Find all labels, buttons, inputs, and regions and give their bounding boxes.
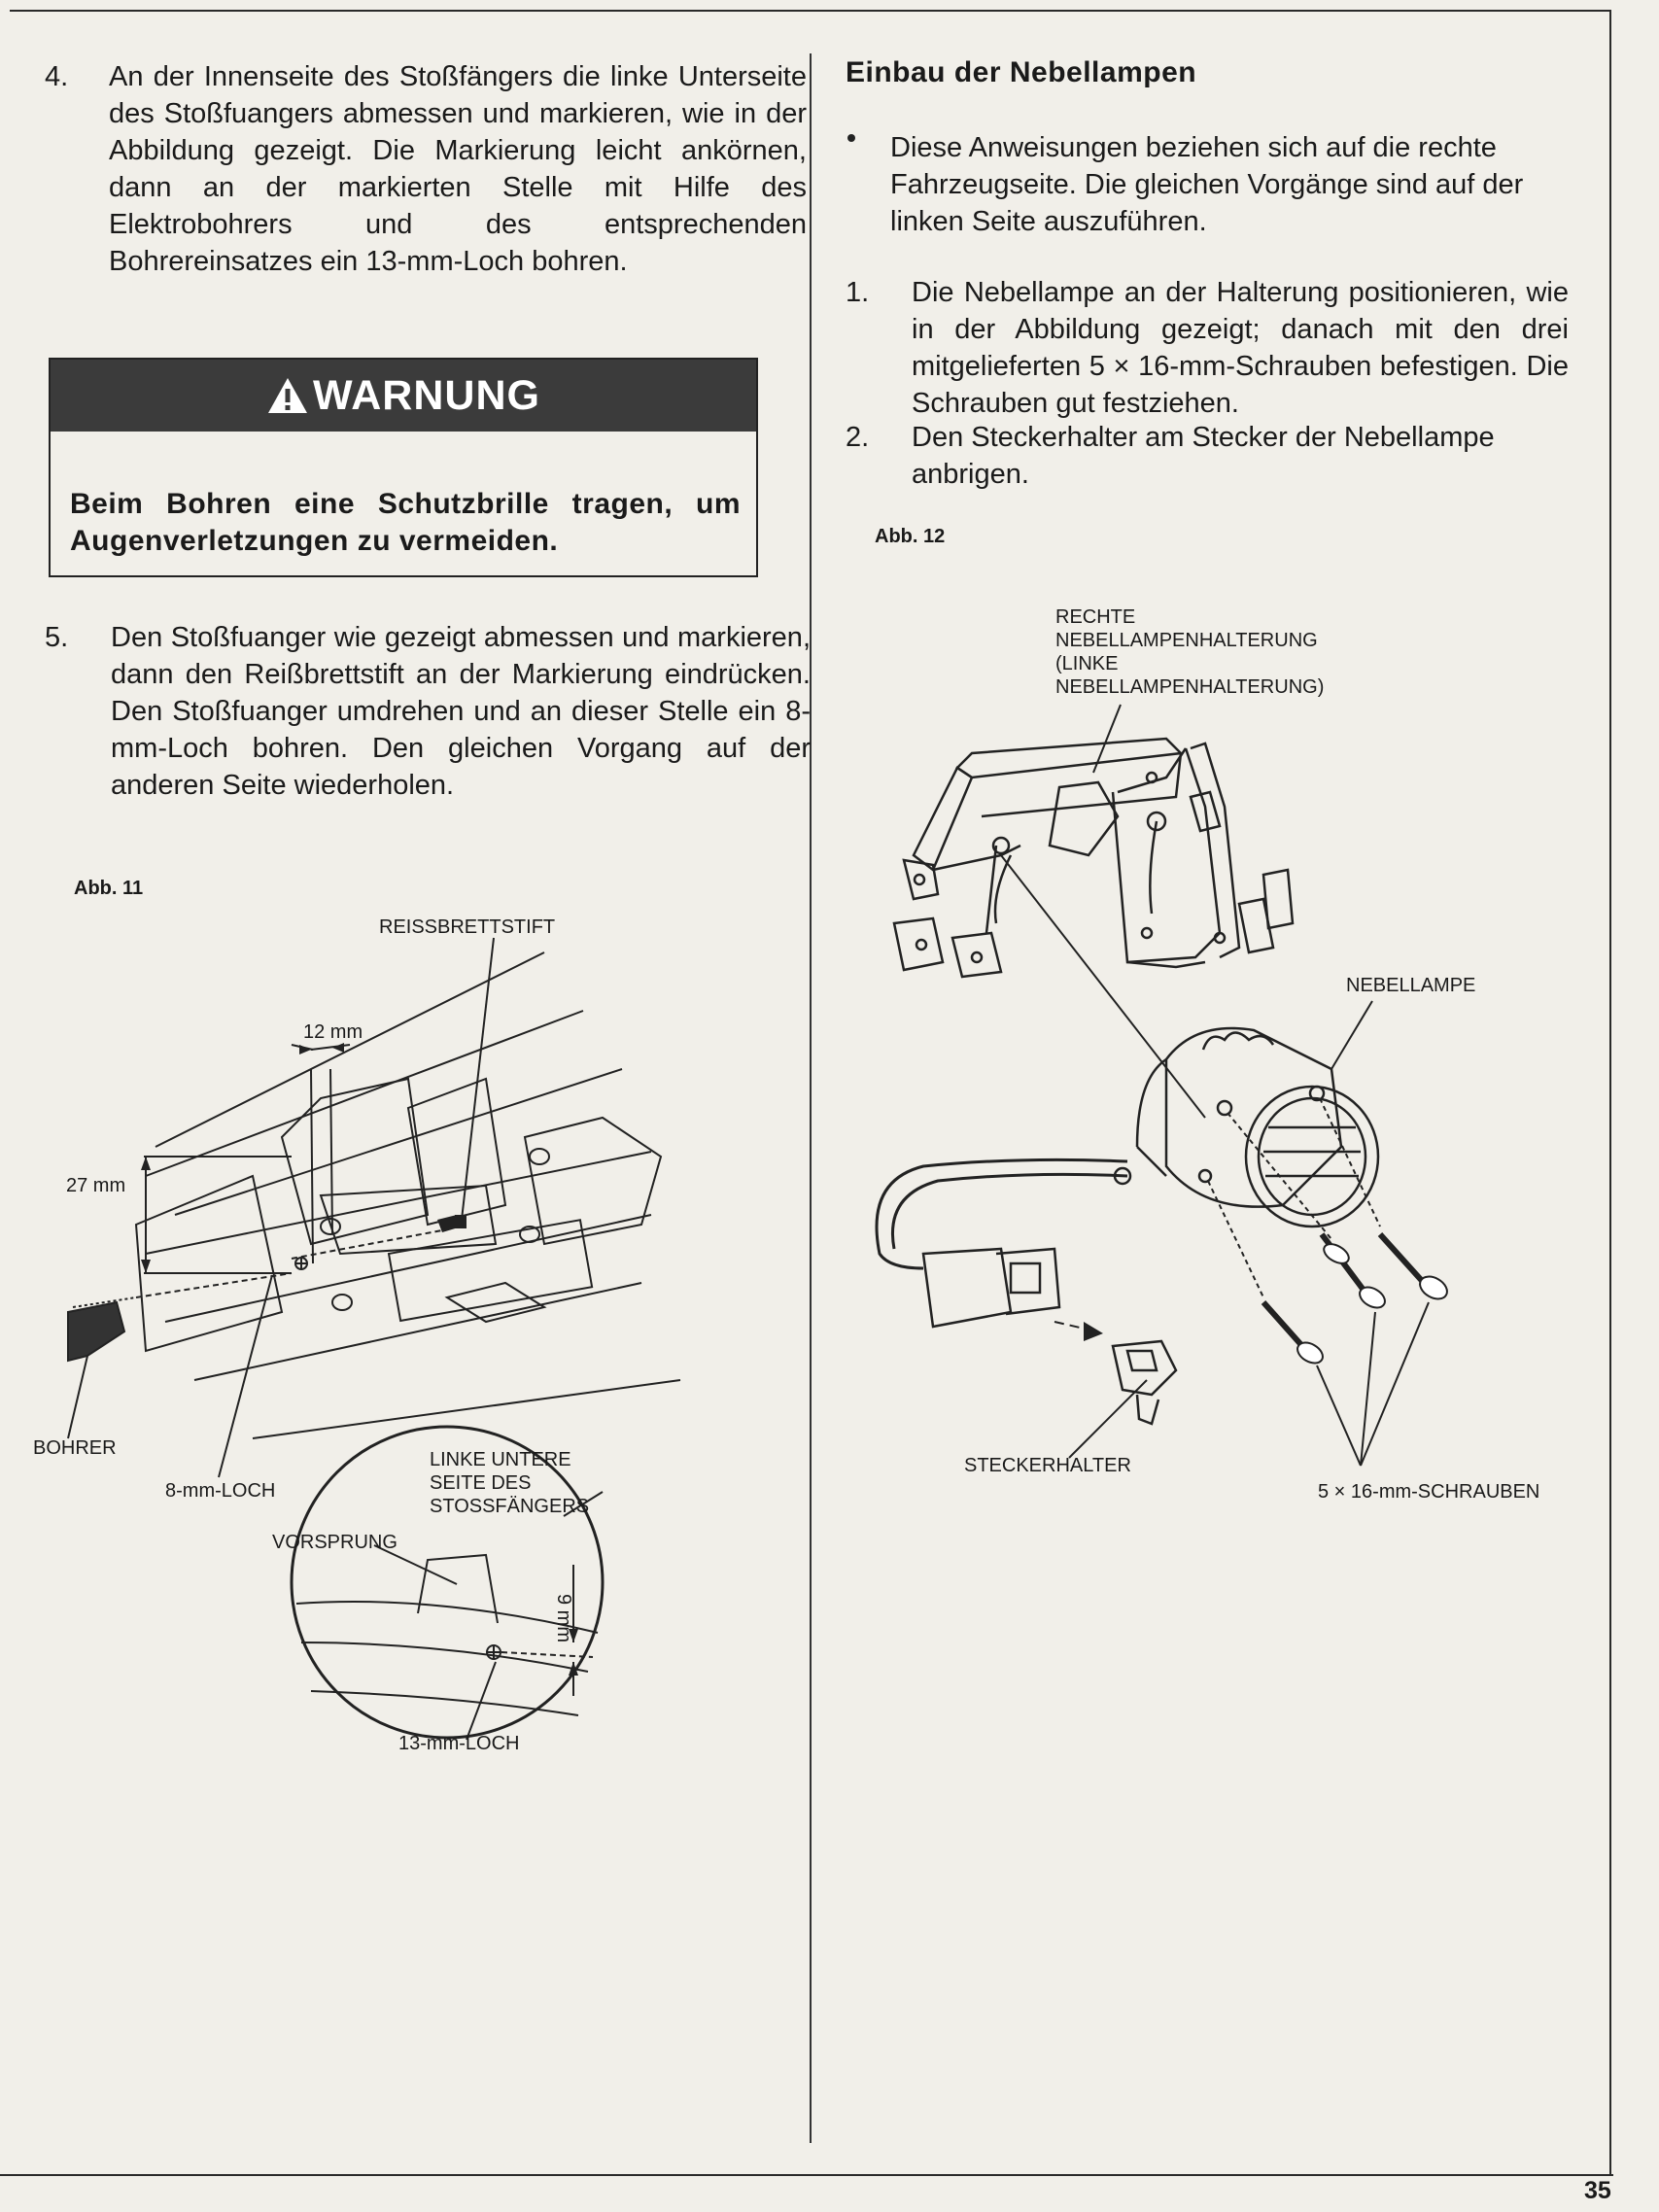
step-4-number: 4. (45, 61, 69, 92)
callout-lower-side: LINKE UNTERE SEITE DES STOSSFÄNGERS (430, 1448, 589, 1518)
warning-header: WARNUNG (51, 360, 756, 432)
step-1-number: 1. (846, 277, 870, 308)
callout-hole-8: 8-mm-LOCH (165, 1480, 276, 1502)
warning-box: WARNUNG Beim Bohren eine Schutzbrille tr… (49, 358, 758, 577)
callout-lower-side-line-1: LINKE UNTERE (430, 1449, 571, 1470)
callout-hole-13: 13-mm-LOCH (398, 1733, 520, 1754)
callout-dim-12: 12 mm (303, 1021, 363, 1043)
figure-11-drawing (67, 937, 681, 1741)
callout-pin: REISSBRETTSTIFT (379, 916, 556, 938)
figure-11-label: Abb. 11 (74, 878, 144, 899)
step-5-number: 5. (45, 622, 69, 653)
column-divider (810, 53, 812, 2143)
bullet-dot (847, 134, 855, 142)
bullet-item: Diese Anweisungen beziehen sich auf die … (890, 129, 1567, 246)
callout-holder: STECKERHALTER (964, 1455, 1131, 1476)
warning-triangle-icon (268, 378, 308, 413)
figure-12-label: Abb. 12 (875, 526, 946, 547)
page-number: 35 (1584, 2177, 1611, 2204)
warning-text: Beim Bohren eine Schutzbrille tragen, um… (70, 488, 741, 557)
callout-tab: VORSPRUNG (272, 1532, 397, 1553)
footer-rule (0, 2174, 1613, 2176)
step-5: 5. Den Stoßfuanger wie gezeigt abmessen … (45, 619, 811, 843)
callout-drill: BOHRER (33, 1437, 117, 1459)
callout-bracket-line-2: NEBELLAMPENHALTERUNG (1055, 630, 1318, 651)
figure-12-drawing (875, 704, 1448, 1467)
callout-dim-9: 9 mm (553, 1594, 574, 1642)
callout-lower-side-line-2: SEITE DES (430, 1472, 532, 1494)
step-4: 4. An der Innenseite des Stoßfängers die… (45, 58, 807, 321)
step-4-text: An der Innenseite des Stoßfängers die li… (109, 61, 807, 277)
section-title: Einbau der Nebellampen (846, 56, 1197, 88)
step-1-text: Die Nebellampe an der Halterung position… (912, 277, 1569, 419)
callout-lower-side-line-3: STOSSFÄNGERS (430, 1496, 590, 1517)
callout-bracket-line-4: NEBELLAMPENHALTERUNG) (1055, 676, 1325, 698)
step-5-text: Den Stoßfuanger wie gezeigt abmessen und… (111, 622, 811, 801)
step-2-text: Den Steckerhalter am Stecker der Nebella… (912, 422, 1495, 490)
step-1: 1. Die Nebellampe an der Halterung posit… (846, 274, 1570, 420)
step-2-number: 2. (846, 422, 870, 453)
bullet-text: Diese Anweisungen beziehen sich auf die … (890, 132, 1524, 237)
callout-bracket: RECHTE NEBELLAMPENHALTERUNG (LINKE NEBEL… (1055, 605, 1324, 699)
callout-dim-27: 27 mm (66, 1175, 126, 1196)
callout-bolts: 5 × 16-mm-SCHRAUBEN (1318, 1481, 1540, 1503)
callout-bracket-line-3: (LINKE (1055, 653, 1119, 674)
callout-lamp: NEBELLAMPE (1346, 975, 1476, 996)
warning-title: WARNUNG (313, 371, 540, 419)
callout-bracket-line-1: RECHTE (1055, 606, 1136, 628)
step-2: 2. Den Steckerhalter am Stecker der Nebe… (846, 419, 1570, 497)
